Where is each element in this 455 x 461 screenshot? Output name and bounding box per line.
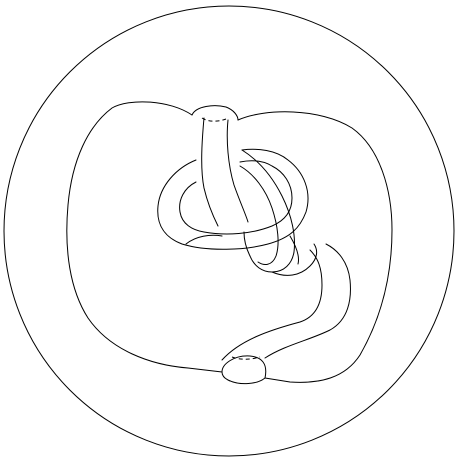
lower-neck-cap [222, 356, 266, 384]
lower-tube-strand-b [265, 244, 350, 358]
right-lobe-outline [238, 112, 392, 383]
upper-neck-cap [192, 106, 238, 120]
knot-loop-inner [180, 161, 292, 234]
inner-crossing-stub-a [186, 235, 222, 244]
outer-boundary-circle [4, 6, 454, 456]
connector-strand-a [244, 232, 250, 256]
neck-strand-left [202, 118, 218, 226]
lower-tube-strand-a [222, 250, 322, 360]
upper-neck-hidden-edge [202, 118, 226, 121]
crossing-strand-a [242, 150, 295, 272]
neck-strand-right [227, 120, 248, 222]
